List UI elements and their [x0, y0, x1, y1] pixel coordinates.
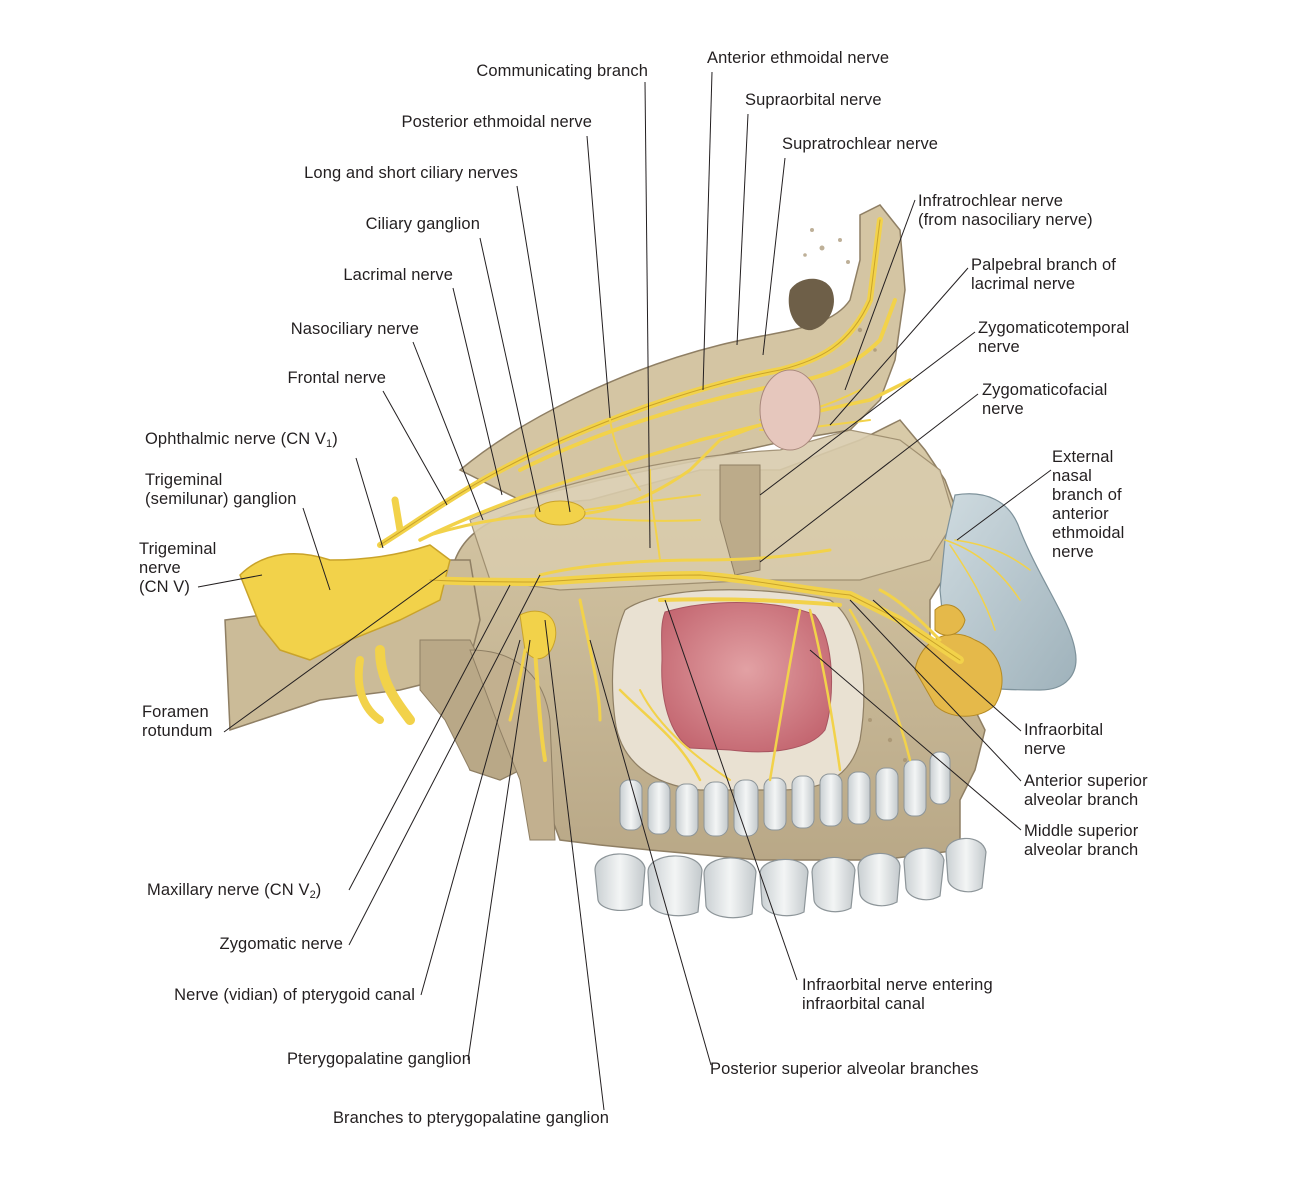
label-supraorbital-nerve: Supraorbital nerve	[745, 91, 882, 109]
label-maxillary-nerve: Maxillary nerve (CN V2)	[147, 881, 322, 901]
label-foramen-rotundum: Foramen rotundum	[142, 703, 213, 740]
label-zygomatic-nerve: Zygomatic nerve	[219, 935, 343, 953]
label-ophthalmic-nerve-subscript: 1	[326, 438, 333, 450]
leader-nasociliary	[412, 341, 484, 521]
label-pterygopalatine-ganglion: Pterygopalatine ganglion	[286, 1050, 471, 1068]
label-trigeminal-ganglion: Trigeminal (semilunar) ganglion	[145, 471, 297, 508]
label-communicating-branch: Communicating branch	[476, 62, 648, 80]
label-ophthalmic-nerve-close: )	[332, 430, 338, 448]
label-nasociliary-nerve: Nasociliary nerve	[290, 320, 419, 338]
label-ciliary-ganglion: Ciliary ganglion	[365, 215, 480, 233]
leader-vidian	[420, 639, 521, 996]
leader-supraorbital	[736, 113, 749, 346]
leader-pterygopalatine-ganglion	[467, 639, 531, 1061]
label-lacrimal-nerve: Lacrimal nerve	[343, 266, 453, 284]
leader-ophthalmic	[355, 457, 384, 549]
leader-posterior-superior-alveolar	[589, 639, 712, 1066]
label-trigeminal-nerve: Trigeminal nerve (CN V)	[139, 540, 217, 596]
lacrimal-gland	[759, 369, 821, 451]
trigeminal-ganglion-mass	[239, 544, 451, 661]
label-infraorbital-nerve: Infraorbital nerve	[1024, 721, 1104, 758]
label-infratrochlear-nerve: Infratrochlear nerve (from nasociliary n…	[918, 192, 1093, 229]
leader-lines	[197, 71, 1052, 1111]
label-maxillary-nerve-close: )	[315, 881, 322, 899]
ciliary-ganglion-shape	[534, 500, 586, 526]
leader-anterior-ethmoidal	[702, 71, 713, 391]
label-external-nasal-branch: External nasal branch of anterior ethmoi…	[1052, 448, 1125, 561]
label-anterior-superior-alveolar: Anterior superior alveolar branch	[1024, 772, 1148, 809]
label-ophthalmic-nerve: Ophthalmic nerve (CN V1)	[145, 430, 338, 450]
leader-anterior-superior-alveolar	[849, 599, 1022, 782]
label-palpebral-branch: Palpebral branch of lacrimal nerve	[971, 256, 1116, 293]
pterygoid-plate	[469, 649, 556, 841]
leader-trigeminal-ganglion	[302, 507, 331, 591]
label-maxillary-nerve-subscript: 2	[309, 889, 316, 901]
leader-infraorbital	[872, 599, 1022, 732]
leader-zygomatic	[348, 574, 541, 946]
nerve-network	[239, 217, 1031, 782]
leader-maxillary	[348, 584, 511, 891]
leader-palpebral	[829, 267, 969, 426]
label-branches-to-pterygopalatine-ganglion: Branches to pterygopalatine ganglion	[332, 1109, 609, 1127]
leader-zygomaticofacial	[759, 393, 979, 563]
leader-frontal	[382, 390, 448, 506]
label-maxillary-nerve-text: Maxillary nerve (CN V	[147, 881, 310, 899]
leader-ciliary-ganglion	[479, 237, 541, 513]
leader-external-nasal	[956, 469, 1052, 541]
label-middle-superior-alveolar: Middle superior alveolar branch	[1024, 822, 1139, 859]
upper-teeth-roots	[619, 751, 951, 837]
label-anterior-ethmoidal-nerve: Anterior ethmoidal nerve	[707, 49, 890, 67]
maxillary-sinus	[611, 589, 865, 791]
leader-ciliary-nerves	[516, 185, 571, 513]
label-vidian-nerve: Nerve (vidian) of pterygoid canal	[174, 986, 415, 1004]
label-posterior-ethmoidal-nerve: Posterior ethmoidal nerve	[401, 113, 592, 131]
leader-trigeminal-nerve	[197, 574, 263, 588]
label-supratrochlear-nerve: Supratrochlear nerve	[782, 135, 939, 153]
label-long-short-ciliary-nerves: Long and short ciliary nerves	[304, 164, 518, 182]
lacrimal-path	[418, 378, 912, 542]
sinus-mucosa	[661, 602, 833, 753]
label-zygomaticotemporal-nerve: Zygomaticotemporal nerve	[978, 319, 1130, 356]
leader-foramen-rotundum	[223, 569, 448, 733]
label-ophthalmic-nerve-text: Ophthalmic nerve (CN V	[145, 430, 327, 448]
leader-zygomaticotemporal	[759, 331, 976, 496]
label-frontal-nerve: Frontal nerve	[287, 369, 386, 387]
leader-supratrochlear	[762, 157, 786, 356]
orbital-plate	[719, 464, 761, 576]
frontal-sinus	[788, 278, 834, 331]
label-zygomaticofacial-nerve: Zygomaticofacial nerve	[982, 381, 1108, 418]
leader-branches-to-ganglion	[544, 619, 605, 1111]
leader-communicating-branch	[644, 81, 651, 549]
leader-lacrimal	[452, 287, 503, 496]
leader-infratrochlear	[844, 199, 916, 391]
label-posterior-superior-alveolar: Posterior superior alveolar branches	[710, 1060, 979, 1078]
leader-infraorbital-canal	[664, 599, 798, 981]
label-infraorbital-canal: Infraorbital nerve entering infraorbital…	[802, 976, 993, 1013]
leader-middle-superior-alveolar	[809, 649, 1022, 831]
supraorbital-path	[518, 298, 897, 472]
leader-posterior-ethmoidal	[586, 135, 611, 419]
upper-teeth-crowns	[594, 837, 987, 919]
